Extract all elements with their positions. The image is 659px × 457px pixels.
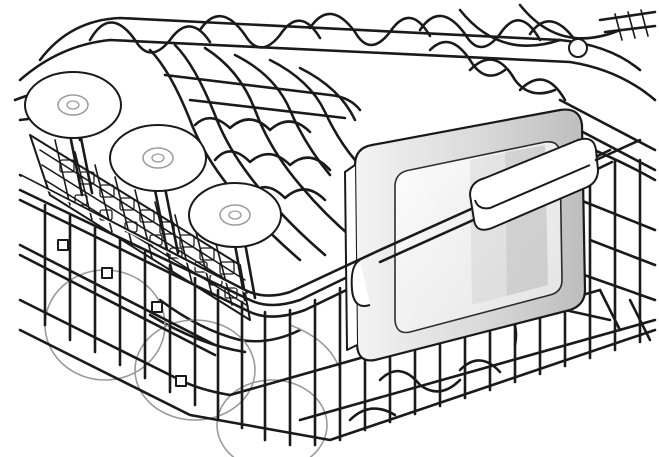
- wine-glass-2: [109, 124, 207, 257]
- rack-top-front-rail: [18, 173, 382, 297]
- wine-glass-1: [24, 71, 122, 197]
- rack-handle: [378, 137, 642, 264]
- wine-glass-3: [188, 182, 282, 302]
- rack-back-wires: [18, 3, 657, 102]
- detergent-container: [344, 108, 587, 362]
